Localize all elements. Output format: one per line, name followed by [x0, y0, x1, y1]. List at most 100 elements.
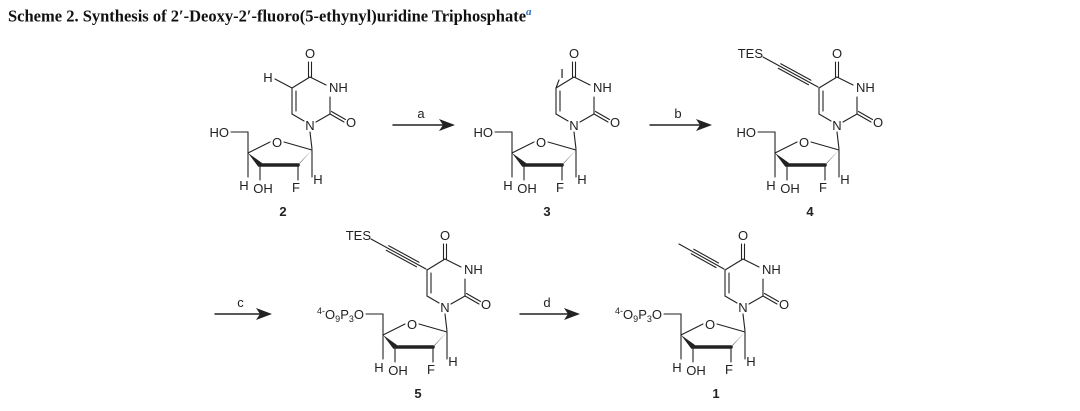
bond: [593, 113, 609, 123]
bond: [836, 131, 840, 150]
bond: [742, 313, 746, 332]
reaction-arrow-d: d: [519, 295, 580, 320]
oh-label: OH: [388, 363, 408, 378]
h-label: H: [503, 178, 512, 193]
triphosphate-label: 4-O9P3O: [615, 306, 662, 324]
oh-label: OH: [686, 363, 706, 378]
c5-h-bond: [274, 78, 293, 89]
triphosphate-atom: O: [354, 307, 364, 322]
wedge-bond: [248, 153, 262, 167]
nh-label: NH: [464, 262, 483, 277]
compound-number: 3: [543, 204, 550, 219]
triphosphate-charge: 4-: [615, 306, 623, 316]
f-label: F: [292, 180, 300, 195]
bond: [836, 76, 854, 86]
bond: [426, 295, 440, 304]
bond: [763, 292, 780, 303]
triple-bond: [762, 56, 819, 88]
oh-label: OH: [253, 181, 273, 196]
compound-number: 1: [712, 386, 719, 401]
bond: [573, 76, 591, 86]
triple-bond: [385, 249, 418, 268]
ring-oxygen-label: O: [799, 135, 809, 150]
wedge-bond: [729, 332, 745, 349]
wedge-bond: [775, 153, 789, 167]
carbonyl-oxygen-label: O: [346, 115, 356, 130]
arrow-head-icon: [696, 119, 712, 131]
bond: [511, 141, 535, 154]
h-label: H: [577, 172, 586, 187]
triphosphate-subscript: 9: [633, 314, 638, 324]
bond: [716, 323, 746, 333]
bond: [418, 323, 448, 333]
wedge-bond: [431, 332, 447, 349]
h-label: H: [766, 178, 775, 193]
compound-number: 2: [279, 204, 286, 219]
f-label: F: [556, 180, 564, 195]
nh-label: NH: [762, 262, 781, 277]
triple-bond: [678, 243, 725, 270]
scheme-title: Scheme 2. Synthesis of 2′-Deoxy-2′-fluor…: [8, 6, 532, 27]
h-label: H: [239, 178, 248, 193]
triphosphate-atom: P: [340, 307, 349, 322]
n1-label: N: [440, 300, 449, 315]
footnote-link[interactable]: a: [526, 6, 532, 18]
triple-bond: [777, 67, 810, 86]
bond: [842, 113, 858, 123]
tes-group-label: TES: [738, 46, 764, 61]
h-label: H: [448, 354, 457, 369]
nh-label: NH: [593, 80, 612, 95]
triphosphate-atom: O: [325, 307, 335, 322]
bond: [555, 113, 569, 122]
bond: [856, 113, 872, 123]
bond: [555, 76, 575, 89]
reaction-arrow-c: c: [214, 295, 272, 320]
wedge-bond: [681, 335, 695, 349]
carbonyl-oxygen-label: O: [779, 297, 789, 312]
carbonyl-oxygen-label: O: [610, 115, 620, 130]
c5-iodo-bond: [555, 79, 560, 89]
bond: [329, 113, 345, 123]
carbonyl-oxygen-label: O: [873, 115, 883, 130]
triple-bond: [780, 63, 812, 81]
nh-label: NH: [329, 80, 348, 95]
triple-bond: [370, 238, 427, 270]
triphosphate-subscript: 3: [647, 314, 652, 324]
carbonyl-oxygen-label: O: [569, 46, 579, 61]
five-prime-hydroxyl-label: HO: [210, 125, 230, 140]
oh-label: OH: [780, 181, 800, 196]
tes-group-label: TES: [346, 228, 372, 243]
reagent-label: c: [237, 295, 244, 310]
wedge-bond: [296, 150, 312, 167]
scheme-title-text: Scheme 2. Synthesis of 2′-Deoxy-2′-fluor…: [8, 6, 527, 26]
bond: [774, 141, 798, 154]
reaction-arrow-b: b: [649, 106, 712, 131]
c5-substituent-label: I: [560, 66, 564, 81]
bond: [680, 323, 704, 336]
ring-oxygen-label: O: [705, 317, 715, 332]
triphosphate-label: 4-O9P3O: [317, 306, 364, 324]
triphosphate-charge: 4-: [317, 306, 325, 316]
bond: [818, 113, 832, 122]
n1-label: N: [569, 118, 578, 133]
h-label: H: [746, 354, 755, 369]
bond: [573, 131, 577, 150]
reagent-label: b: [674, 106, 681, 121]
compound-number: 4: [806, 204, 814, 219]
ring-oxygen-label: O: [272, 135, 282, 150]
triple-bond: [690, 253, 717, 269]
arrow-head-icon: [256, 308, 272, 320]
bond: [426, 258, 446, 271]
bond: [291, 113, 305, 122]
wedge-bond: [823, 150, 839, 167]
bond: [742, 258, 760, 268]
n1-label: N: [832, 118, 841, 133]
triple-bond: [693, 248, 720, 264]
n1-label: N: [305, 118, 314, 133]
nh-label: NH: [856, 80, 875, 95]
bond: [382, 323, 406, 336]
n1-label: N: [738, 300, 747, 315]
